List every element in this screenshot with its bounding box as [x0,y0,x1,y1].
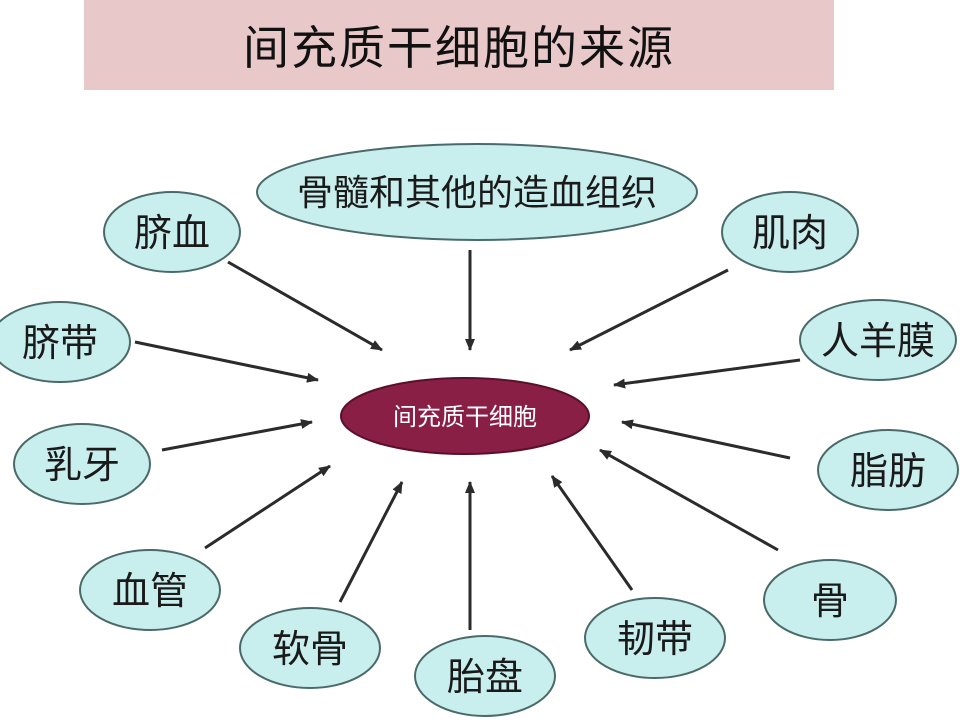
node-bone: 骨 [763,559,897,641]
node-label: 人羊膜 [821,319,935,363]
arrow-amnion [613,358,801,389]
node-ligament: 韧带 [584,597,726,679]
page-title: 间充质干细胞的来源 [243,21,675,75]
center-ellipse [340,377,590,455]
node-ellipse [414,635,556,717]
node-ellipse [721,191,859,273]
node-ellipse [0,301,131,383]
node-ellipse [256,143,698,241]
node-label: 脐血 [134,211,210,255]
center-node: 间充质干细胞 [340,377,590,455]
arrow-ligament [550,475,634,591]
arrow-deciduous-teeth [161,419,313,452]
node-ellipse [13,423,151,505]
arrows [134,250,801,630]
node-label: 乳牙 [44,443,120,487]
node-ellipse [103,191,241,273]
node-ellipse [584,597,726,679]
node-umbilical-cord: 脐带 [0,301,131,383]
node-label: 胎盘 [447,655,523,699]
node-label: 血管 [112,569,188,613]
arrow-blood-vessel [204,464,331,550]
source-nodes: 骨髓和其他的造血组织 脐血 肌肉 脐带 人羊膜 乳牙 [0,143,959,717]
node-cartilage: 软骨 [239,607,381,689]
node-label: 骨髓和其他的造血组织 [297,173,657,214]
node-adipose: 脂肪 [817,429,959,511]
node-label: 肌肉 [752,211,828,255]
node-bone-marrow: 骨髓和其他的造血组织 [256,143,698,241]
node-blood-vessel: 血管 [79,549,221,631]
arrow-cord-blood [227,260,383,352]
node-ellipse [79,549,221,631]
node-deciduous-teeth: 乳牙 [13,423,151,505]
node-label: 脐带 [22,321,98,365]
node-placenta: 胎盘 [414,635,556,717]
node-cord-blood: 脐血 [103,191,241,273]
node-label: 韧带 [617,617,693,661]
node-muscle: 肌肉 [721,191,859,273]
node-label: 骨 [811,579,849,623]
arrow-cartilage [338,481,404,603]
node-ellipse [817,429,959,511]
title-band: 间充质干细胞的来源 [84,0,834,90]
arrow-muscle [569,268,729,352]
node-label: 软骨 [272,627,348,671]
node-ellipse [763,559,897,641]
node-ellipse [799,299,957,381]
center-label: 间充质干细胞 [393,403,537,431]
arrow-adipose [621,419,791,460]
node-label: 脂肪 [850,449,926,493]
node-ellipse [239,607,381,689]
arrow-bone [599,448,779,552]
node-amnion: 人羊膜 [799,299,957,381]
arrow-umbilical-cord [134,340,319,383]
